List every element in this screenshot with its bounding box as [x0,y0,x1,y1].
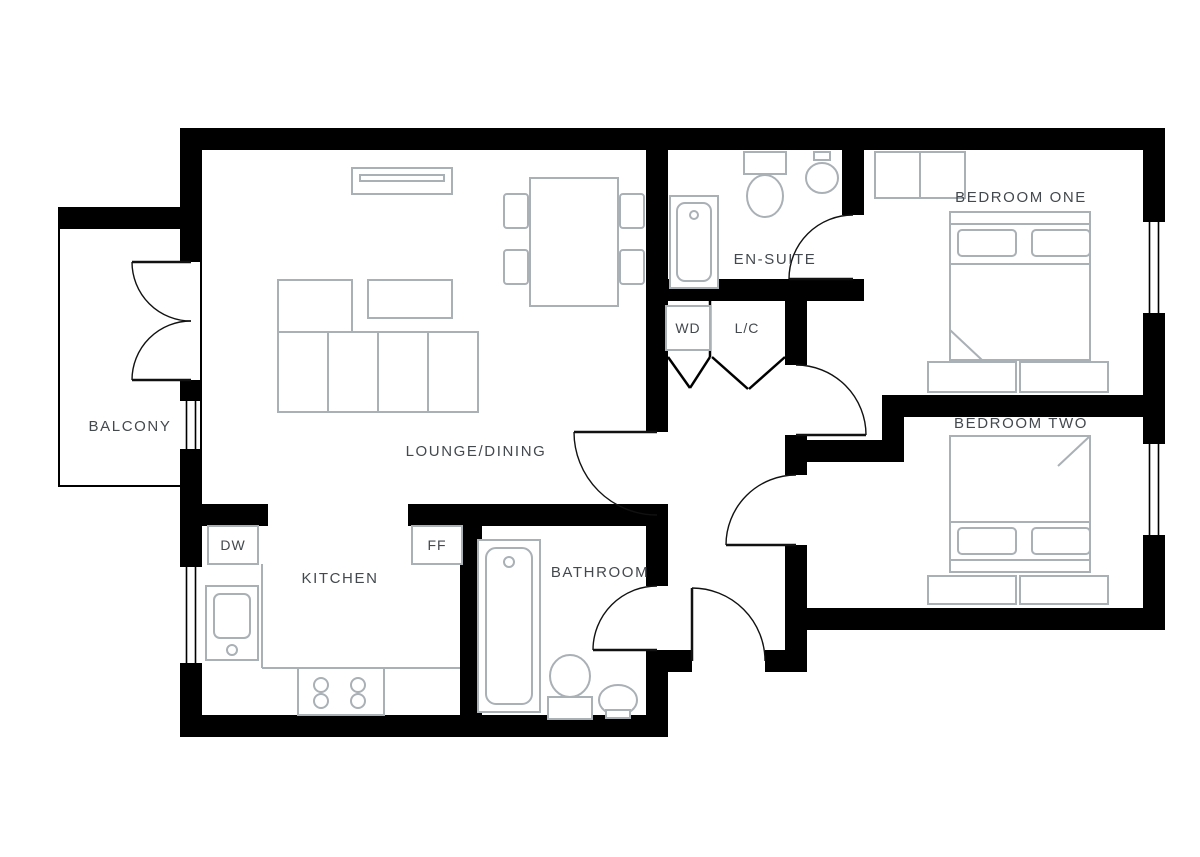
fridge-freezer [411,525,463,565]
basin [805,151,839,194]
kitchen-window [180,560,202,670]
washer-dryer-unit [665,305,711,351]
label-bedroom-two: BEDROOM TWO [954,415,1088,432]
sink [205,585,259,661]
bedroom-one-furniture [874,151,1109,393]
label-washer-dryer: WD [675,320,700,336]
lounge-furniture [277,167,645,413]
closets [665,301,786,390]
bed-end-drawers [927,575,1017,605]
lounge-side-window [180,395,202,455]
bed-end-drawers [927,361,1017,393]
label-dishwasher: DW [220,537,245,553]
bedroom-one-door [795,364,867,437]
double-bed [949,211,1091,361]
toilet [547,654,593,720]
ensuite-furniture [669,151,839,289]
bedroom-one-window [1143,215,1165,320]
label-lounge-dining: LOUNGE/DINING [406,443,547,460]
room-labels: BALCONY LOUNGE/DINING KITCHEN BATHROOM E… [89,189,1088,587]
bathroom-door [592,585,658,652]
dishwasher [207,525,259,565]
balcony-railing [58,207,202,487]
bed-end-drawers [1019,575,1109,605]
bedroom-two-furniture [927,435,1109,605]
kitchen-furniture [205,525,463,716]
label-kitchen: KITCHEN [301,570,378,587]
double-bed [949,435,1091,573]
toilet [743,151,787,218]
label-bedroom-one: BEDROOM ONE [955,189,1087,206]
label-bathroom: BATHROOM [551,564,649,581]
sofa [277,279,479,413]
bathtub [477,539,541,713]
coffee-table [367,279,453,319]
wardrobe [874,151,966,199]
windows [180,215,1165,670]
hob [297,667,385,716]
balcony-door [131,260,192,382]
label-fridge-freezer: FF [427,537,446,553]
dining-table [503,177,645,307]
bathroom-furniture [477,539,638,720]
basin [598,684,638,719]
ensuite-door [788,214,854,281]
label-balcony: BALCONY [89,418,172,435]
lounge-door [573,430,658,516]
media-unit [351,167,453,195]
label-en-suite: EN-SUITE [734,251,817,268]
doors [131,214,867,662]
bedroom-two-window [1143,437,1165,542]
bedroom-two-door [725,474,797,547]
label-linen-cupboard: L/C [735,320,760,336]
walls [58,128,1165,737]
shower [669,195,719,289]
entrance-door [690,587,766,662]
bed-end-drawers [1019,361,1109,393]
